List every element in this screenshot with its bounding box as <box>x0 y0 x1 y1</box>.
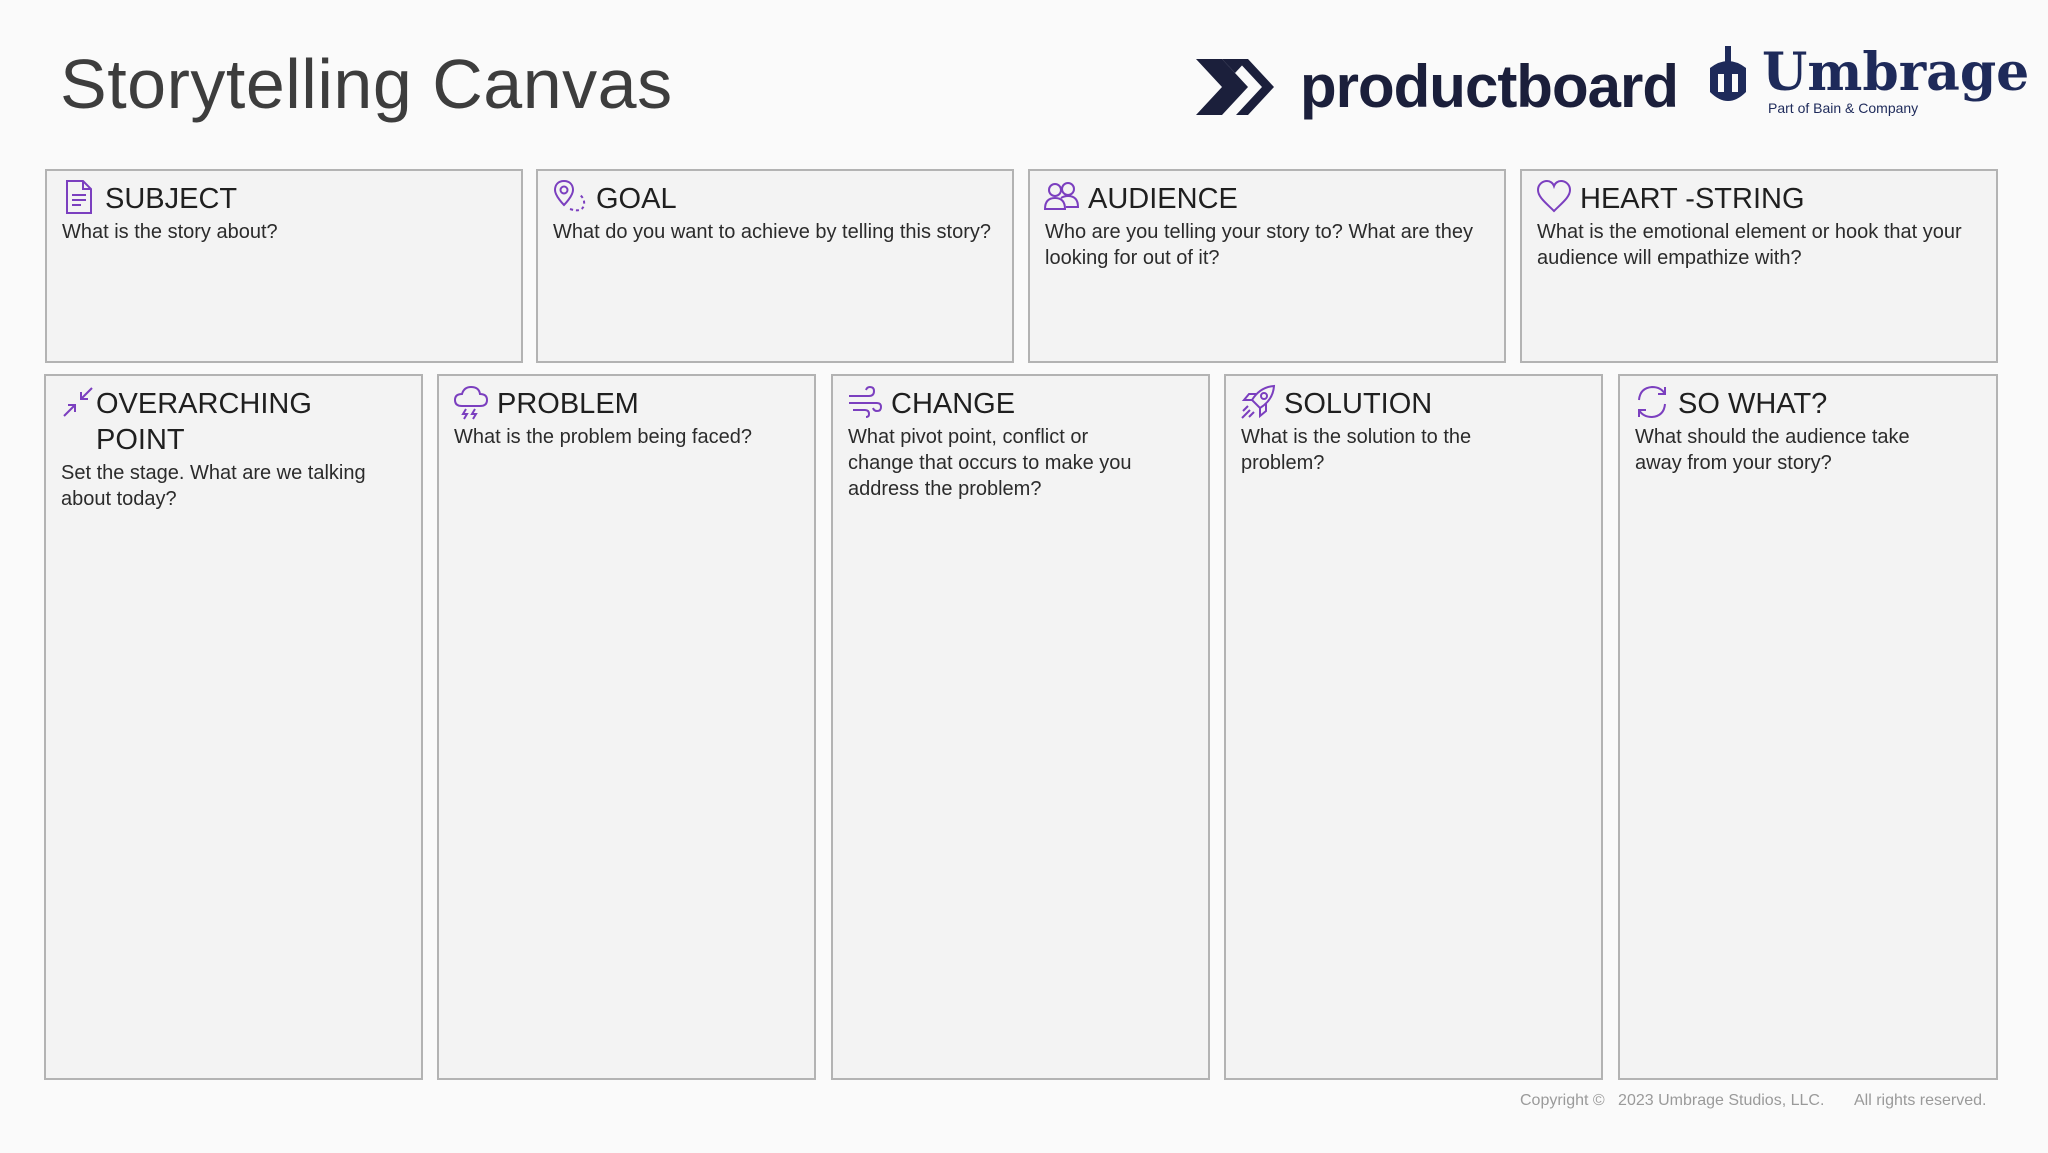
wind-icon <box>849 385 883 418</box>
copyright-text: Copyright © 2023 Umbrage Studios, LLC. <box>1520 1092 1825 1109</box>
card-title: GOAL <box>596 183 677 215</box>
card-problem[interactable]: PROBLEM What is the problem being faced? <box>437 374 816 1080</box>
card-title: OVERARCHING POINT <box>96 388 312 456</box>
card-overarching-point[interactable]: OVERARCHING POINT Set the stage. What ar… <box>44 374 423 1080</box>
productboard-logo: productboard <box>1196 52 1679 121</box>
storm-cloud-icon <box>453 385 489 420</box>
card-prompt: What is the emotional element or hook th… <box>1537 221 1962 269</box>
card-prompt: What is the story about? <box>62 221 278 243</box>
productboard-mark-icon <box>1196 58 1274 115</box>
card-heart-string[interactable]: HEART -STRING What is the emotional elem… <box>1520 169 1998 363</box>
heart-icon <box>1536 179 1572 213</box>
card-prompt: What do you want to achieve by telling t… <box>553 221 992 243</box>
card-title: SO WHAT? <box>1678 388 1828 420</box>
umbrage-logo: Umbrage Part of Bain & Company <box>1706 44 2029 116</box>
helmet-icon <box>1710 46 1746 101</box>
card-title: PROBLEM <box>497 388 639 420</box>
productboard-wordmark: productboard <box>1300 53 1679 120</box>
card-title: AUDIENCE <box>1088 183 1238 215</box>
card-prompt: What is the problem being faced? <box>454 426 752 448</box>
collapse-arrows-icon <box>63 387 93 417</box>
map-pin-route-icon <box>553 179 586 212</box>
rocket-icon <box>1241 384 1276 419</box>
card-prompt: Who are you telling your story to? What … <box>1045 221 1473 269</box>
card-prompt: What pivot point, conflict or change tha… <box>848 426 1132 500</box>
card-audience[interactable]: AUDIENCE Who are you telling your story … <box>1028 169 1506 363</box>
card-subject[interactable]: SUBJECT What is the story about? <box>45 169 523 363</box>
document-icon <box>66 180 92 214</box>
card-title: SOLUTION <box>1284 388 1433 420</box>
refresh-icon <box>1638 385 1666 419</box>
card-change[interactable]: CHANGE What pivot point, conflict or cha… <box>831 374 1210 1080</box>
umbrage-wordmark: Umbrage <box>1762 42 2030 103</box>
rights-text: All rights reserved. <box>1854 1092 1987 1109</box>
card-title: SUBJECT <box>105 183 238 215</box>
card-prompt: Set the stage. What are we talking about… <box>61 462 366 510</box>
card-goal[interactable]: GOAL What do you want to achieve by tell… <box>536 169 1014 363</box>
page-title: Storytelling Canvas <box>60 45 673 123</box>
people-icon <box>1044 182 1080 210</box>
card-solution[interactable]: SOLUTION What is the solution to the pro… <box>1224 374 1603 1080</box>
card-so-what[interactable]: SO WHAT? What should the audience take a… <box>1618 374 1998 1080</box>
card-prompt: What is the solution to the problem? <box>1241 426 1472 474</box>
card-prompt: What should the audience take away from … <box>1635 426 1910 474</box>
card-title: CHANGE <box>891 388 1016 420</box>
card-title: HEART -STRING <box>1580 183 1805 215</box>
umbrage-tagline: Part of Bain & Company <box>1768 100 1919 116</box>
